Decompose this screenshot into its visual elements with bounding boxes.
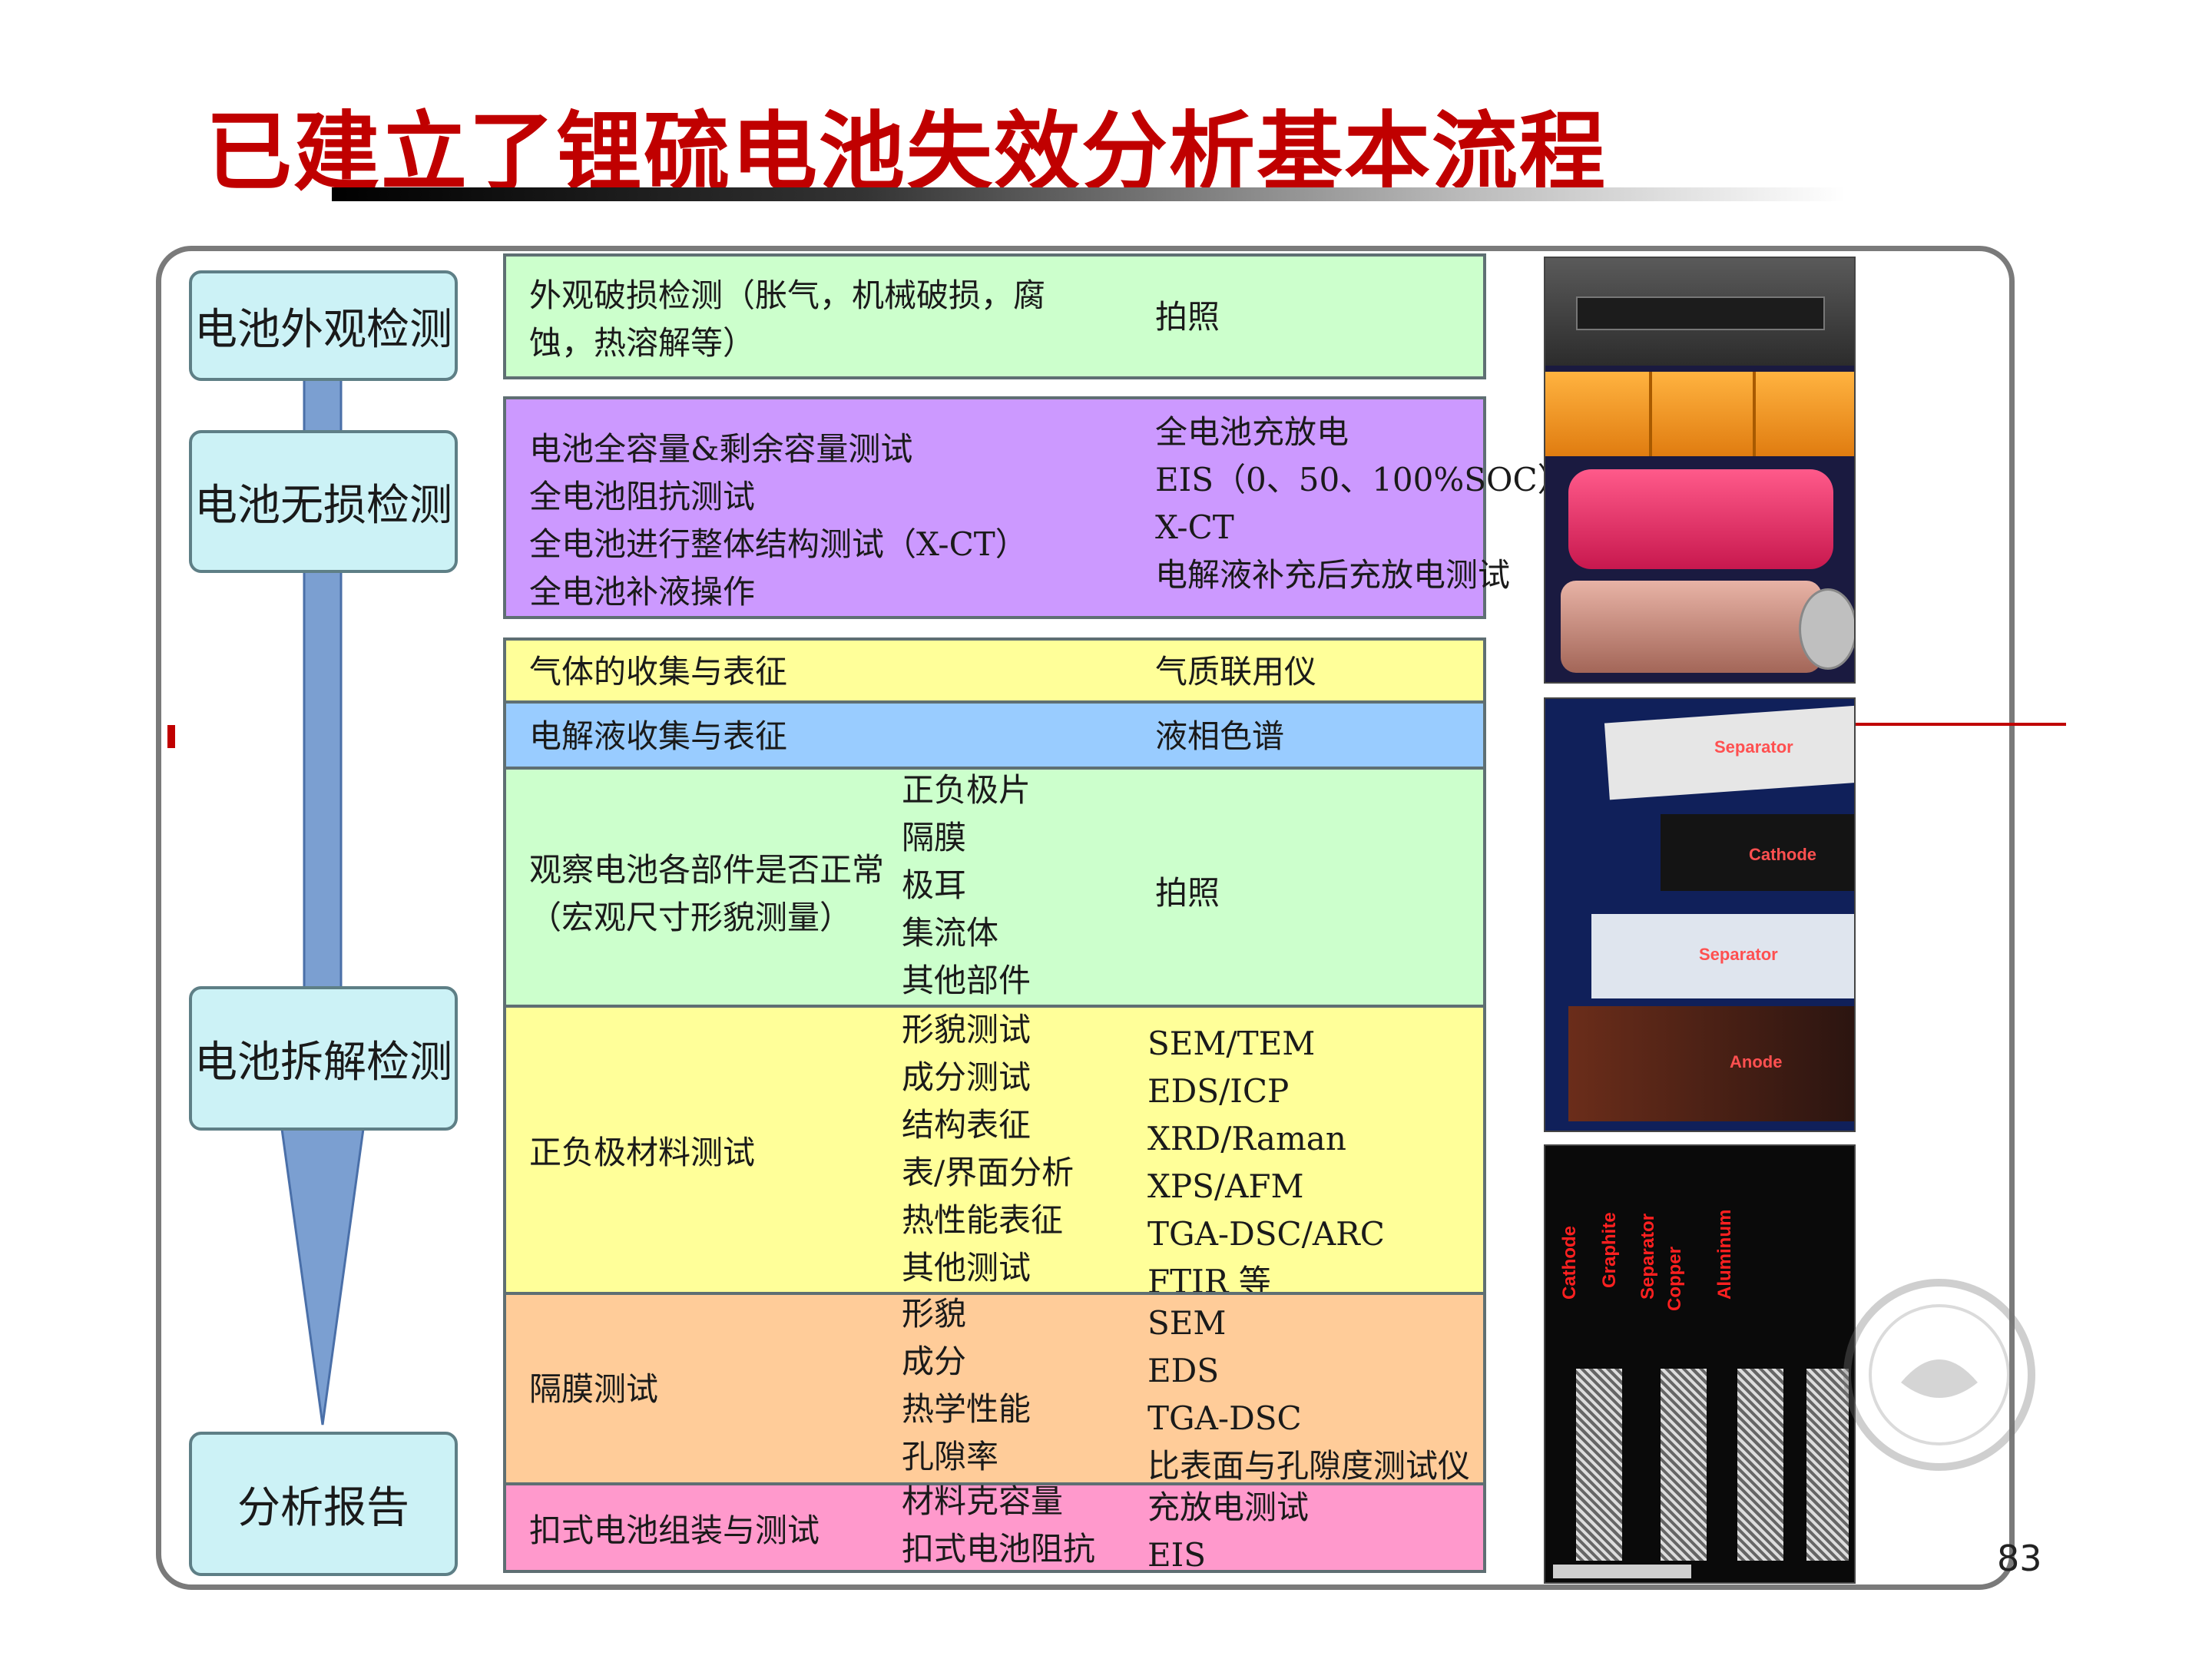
pouch-cell: [1568, 469, 1833, 569]
row-coin-cell: 扣式电池组装与测试 材料克容量 扣式电池阻抗 充放电测试 EIS: [503, 1482, 1486, 1574]
separator-items: 形貌 成分 热学性能 孔隙率: [902, 1295, 1031, 1475]
gas-method: 气质联用仪: [1155, 653, 1317, 690]
scale-bar: [1553, 1565, 1691, 1578]
teardown-photo: Separator Cathode Separator Anode: [1544, 697, 1856, 1132]
electrolyte-method: 液相色谱: [1155, 717, 1285, 755]
separator-vlabel: Separator: [1637, 1213, 1658, 1300]
separator-label-2: Separator: [1699, 945, 1778, 964]
nondestructive-methods: 全电池充放电 EIS（0、50、100%SOC） X-CT 电解液补充后充放电测…: [1155, 413, 1570, 594]
cathode-vlabel: Cathode: [1559, 1226, 1580, 1300]
title-underline: [332, 187, 1845, 201]
red-marker: [167, 725, 175, 748]
cross-section-photo: Cathode Graphite Separator Copper Alumin…: [1544, 1144, 1856, 1584]
separator-label: Separator: [1714, 737, 1793, 757]
coin-methods: 充放电测试 EIS: [1147, 1488, 1310, 1574]
row-electrolyte: 电解液收集与表征 液相色谱: [503, 700, 1486, 770]
page-title: 已建立了锂硫电池失效分析基本流程: [206, 103, 1607, 203]
nondestructive-desc: 电池全容量&剩余容量测试 全电池阻抗测试 全电池进行整体结构测试（X-CT） 全…: [529, 430, 1028, 611]
electrode-desc: 正负极材料测试: [529, 1134, 756, 1171]
cylindrical-cells: [1545, 372, 1854, 456]
components-items: 正负极片 隔膜 极耳 集流体 其他部件: [902, 771, 1031, 999]
copper-vlabel: Copper: [1664, 1247, 1685, 1311]
appearance-desc: 外观破损检测（胀气，机械破损，腐 蚀，热溶解等）: [529, 276, 1046, 362]
jellyroll: [1561, 581, 1822, 673]
aluminum-vlabel: Aluminum: [1714, 1209, 1735, 1300]
row-separator: 隔膜测试 形貌 成分 热学性能 孔隙率 SEM EDS TGA-DSC 比表面与…: [503, 1292, 1486, 1485]
electrolyte-desc: 电解液收集与表征: [529, 717, 788, 755]
cathode-label: Cathode: [1749, 845, 1816, 864]
battery-photo: [1544, 257, 1856, 684]
row-gas: 气体的收集与表征 气质联用仪: [503, 637, 1486, 704]
appearance-method: 拍照: [1155, 298, 1220, 336]
row-appearance: 外观破损检测（胀气，机械破损，腐 蚀，热溶解等） 拍照: [503, 253, 1486, 379]
separator-methods: SEM EDS TGA-DSC 比表面与孔隙度测试仪: [1147, 1304, 1471, 1485]
row-components: 观察电池各部件是否正常 （宏观尺寸形貌测量） 正负极片 隔膜 极耳 集流体 其他…: [503, 767, 1486, 1008]
anode-label: Anode: [1730, 1052, 1783, 1071]
components-desc: 观察电池各部件是否正常 （宏观尺寸形貌测量）: [529, 851, 885, 936]
coin-desc: 扣式电池组装与测试: [529, 1512, 820, 1549]
step-teardown-inspection: 电池拆解检测: [189, 986, 458, 1131]
row-electrode: 正负极材料测试 形貌测试 成分测试 结构表征 表/界面分析 热性能表征 其他测试…: [503, 1005, 1486, 1300]
coin-items: 材料克容量 扣式电池阻抗: [902, 1482, 1096, 1568]
flowchart-frame: [156, 246, 2015, 1590]
step-appearance-inspection: 电池外观检测: [189, 270, 458, 381]
components-method: 拍照: [1155, 874, 1220, 912]
separator-desc: 隔膜测试: [529, 1370, 659, 1408]
step-nondestructive-inspection: 电池无损检测: [189, 430, 458, 573]
step-analysis-report: 分析报告: [189, 1432, 458, 1576]
row-nondestructive: 电池全容量&剩余容量测试 全电池阻抗测试 全电池进行整体结构测试（X-CT） 全…: [503, 396, 1570, 619]
electrode-items: 形貌测试 成分测试 结构表征 表/界面分析 热性能表征 其他测试: [902, 1011, 1075, 1286]
electrode-methods: SEM/TEM EDS/ICP XRD/Raman XPS/AFM TGA-DS…: [1147, 1025, 1385, 1300]
university-seal-watermark: [1843, 1279, 2035, 1471]
gas-desc: 气体的收集与表征: [529, 653, 788, 690]
graphite-vlabel: Graphite: [1599, 1212, 1620, 1288]
page-number: 83: [1997, 1538, 2042, 1579]
